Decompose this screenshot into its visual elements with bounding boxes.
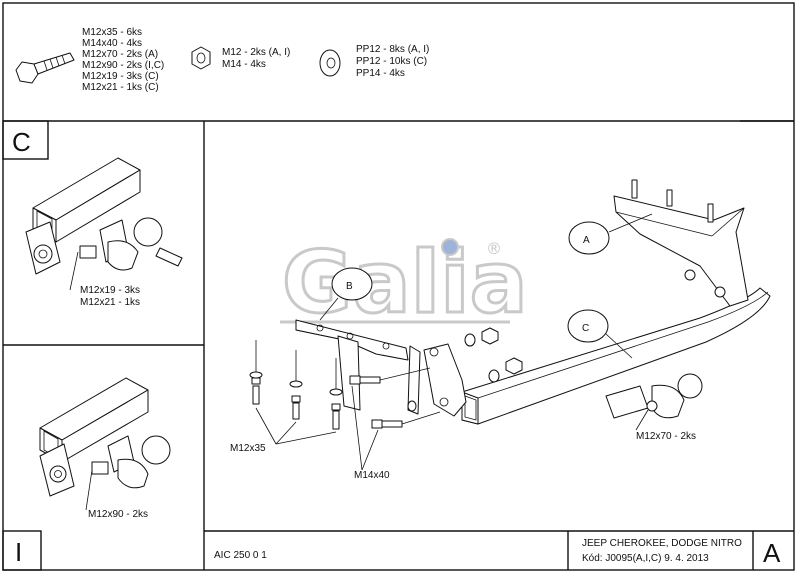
bolt-spec-4: M12x90 - 2ks (I,C)	[82, 60, 164, 71]
callout-a-label: A	[583, 235, 590, 246]
washer-spec-2: PP12 - 10ks (C)	[356, 56, 427, 67]
label-m12x70: M12x70 - 2ks	[636, 431, 696, 442]
logo-dot-icon	[441, 238, 459, 256]
bolt-spec-3: M12x70 - 2ks (A)	[82, 49, 158, 60]
callout-b	[319, 267, 373, 321]
bolt-set-m14x40	[349, 367, 441, 471]
callout-b-label: B	[346, 281, 353, 292]
washer-icon	[319, 49, 341, 77]
nut-spec-2: M14 - 4ks	[222, 59, 266, 70]
panel-i-label: M12x90 - 2ks	[88, 509, 148, 520]
washer-spec-1: PP12 - 8ks (A, I)	[356, 44, 429, 55]
tow-hitch-i-drawing	[39, 377, 171, 511]
panel-c-label-1: M12x19 - 3ks	[80, 285, 140, 296]
footer-letter: A	[763, 538, 781, 568]
panel-c-letter: C	[12, 127, 31, 157]
callout-a	[568, 213, 653, 255]
panel-i-letter: I	[15, 537, 22, 567]
kod-date: Kód: J0095(A,I,C) 9. 4. 2013	[582, 553, 709, 564]
panel-i-letter-box	[2, 530, 42, 571]
bolt-set-m12x35	[249, 340, 343, 445]
nut-spec-1: M12 - 2ks (A, I)	[222, 47, 290, 58]
bolt-spec-5: M12x19 - 3ks (C)	[82, 71, 159, 82]
tow-hitch-c-drawing	[25, 157, 183, 291]
panel-c-letter-box	[2, 120, 49, 160]
bolt-spec-2: M14x40 - 4ks	[82, 38, 142, 49]
galia-logo: Galia ®	[280, 232, 529, 335]
callout-c	[567, 309, 633, 359]
bolt-spec-1: M12x35 - 6ks	[82, 27, 142, 38]
label-m14x40: M14x40	[354, 470, 390, 481]
panel-c-label-2: M12x21 - 1ks	[80, 297, 140, 308]
vehicle-name: JEEP CHEROKEE, DODGE NITRO	[582, 538, 742, 549]
crossbar-drawing	[423, 179, 771, 431]
washer-spec-3: PP14 - 4ks	[356, 68, 405, 79]
bracket-b-drawing	[295, 319, 421, 415]
label-m12x35: M12x35	[230, 443, 266, 454]
bolt-icon	[15, 52, 75, 84]
bolt-spec-6: M12x21 - 1ks (C)	[82, 82, 159, 93]
callout-c-label: C	[582, 323, 589, 334]
drawing-code: AIC 250 0 1	[214, 550, 267, 561]
nut-icon	[191, 46, 211, 70]
logo-registered-mark: ®	[486, 239, 502, 258]
